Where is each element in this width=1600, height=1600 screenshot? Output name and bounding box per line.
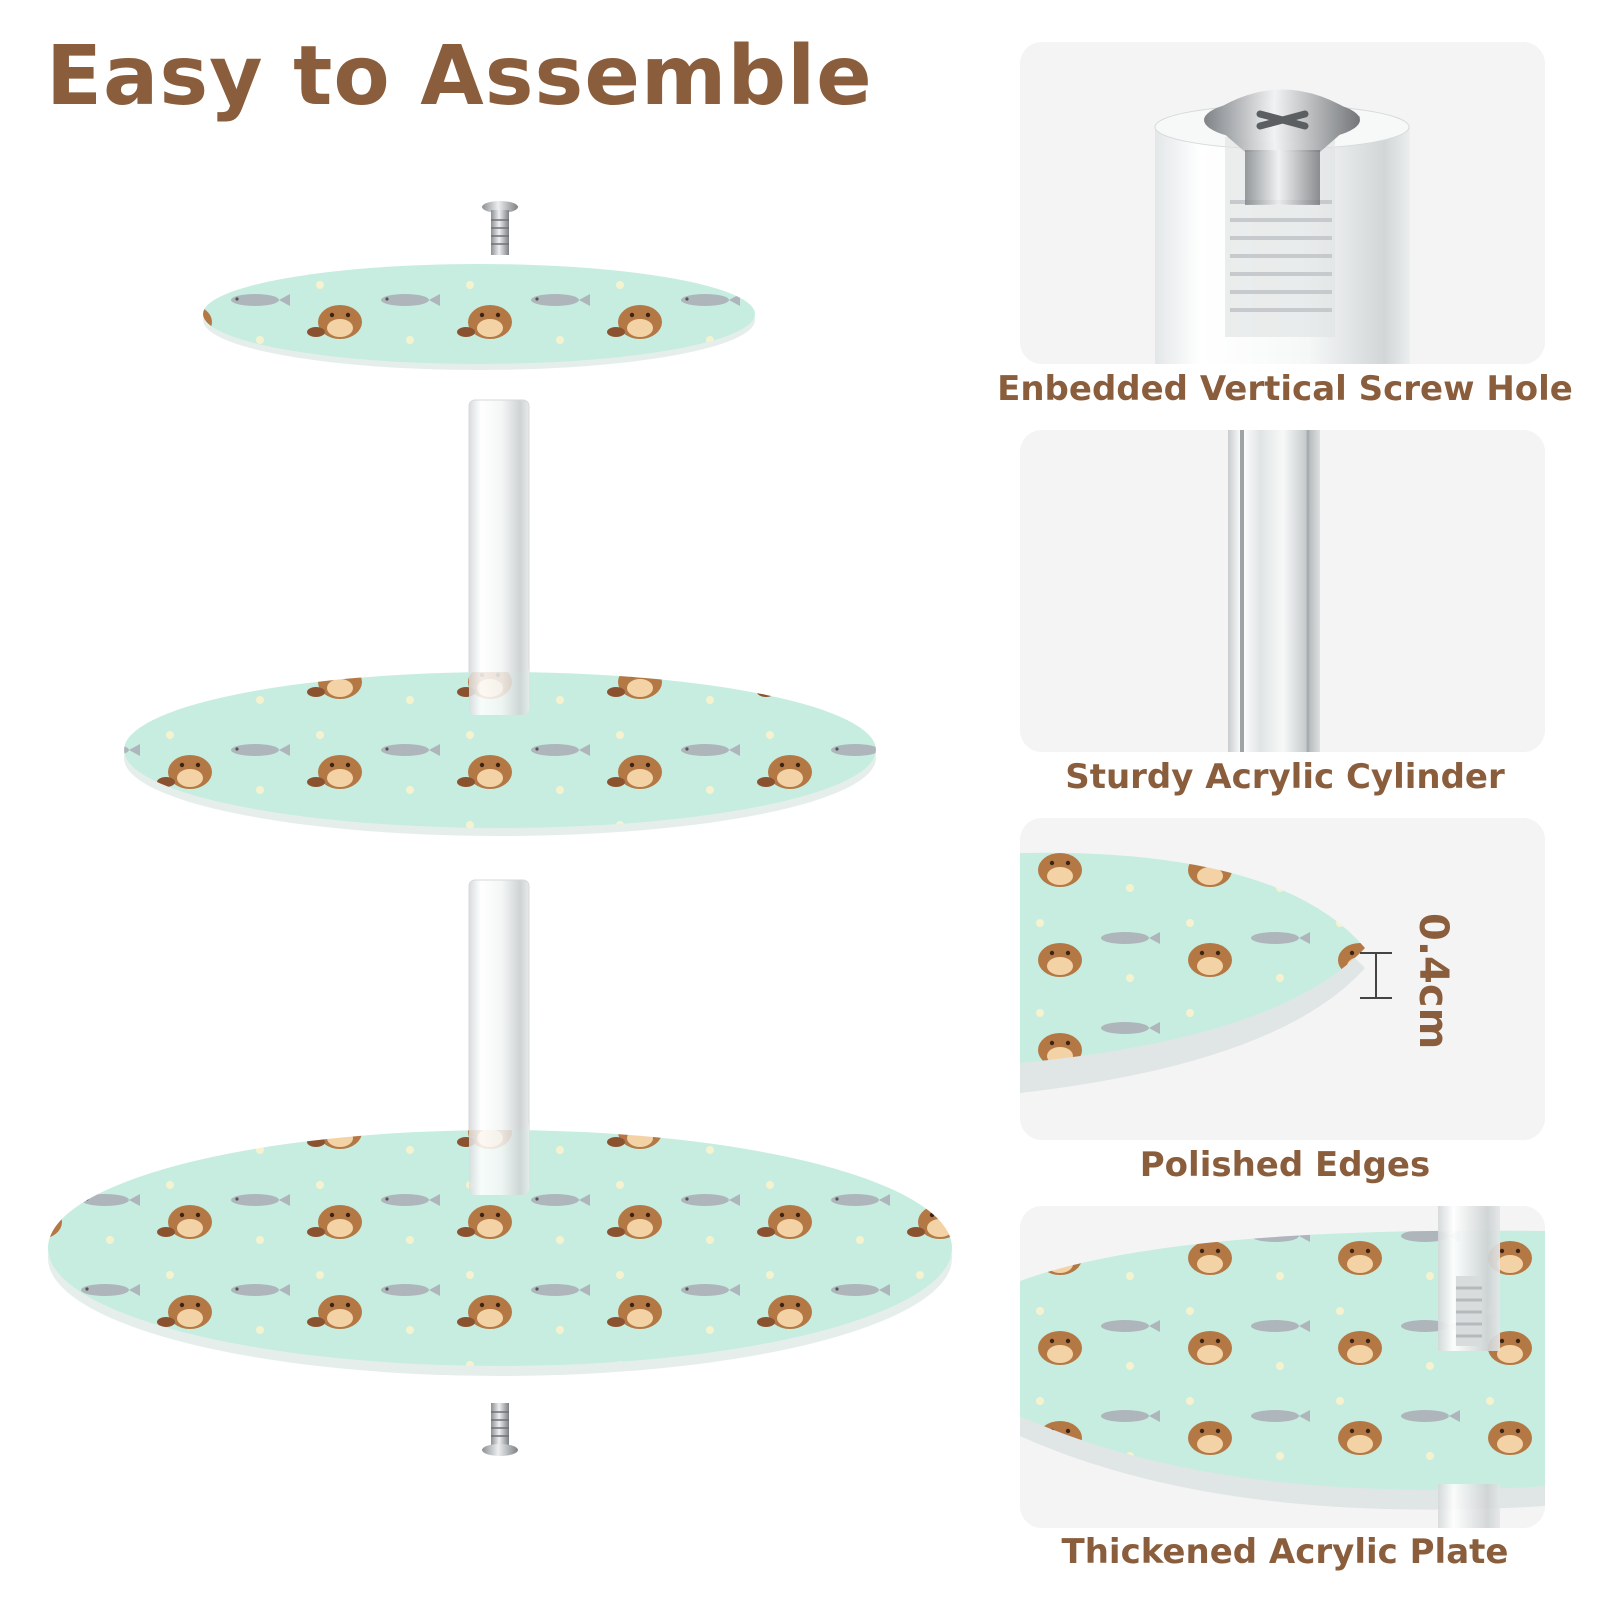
feature-panel-screw-hole <box>1020 42 1545 364</box>
top-plate <box>203 264 755 370</box>
feature-caption-cylinder: Sturdy Acrylic Cylinder <box>1065 757 1505 797</box>
bottom-screw-icon <box>482 1403 518 1456</box>
bottom-plate <box>48 1120 952 1376</box>
feature-panel-thickened-plate <box>1020 1206 1545 1528</box>
feature-panel-cylinder <box>1020 430 1545 752</box>
feature-caption-screw-hole: Enbedded Vertical Screw Hole <box>997 369 1573 409</box>
plate-edge-icon: 0.4cm <box>1020 818 1545 1140</box>
screw-in-cylinder-icon <box>1020 42 1545 364</box>
acrylic-cylinder-icon <box>1020 430 1545 752</box>
feature-caption-polished-edges: Polished Edges <box>1139 1145 1431 1185</box>
middle-plate <box>124 665 876 836</box>
feature-caption-thickened-plate: Thickened Acrylic Plate <box>1061 1532 1509 1572</box>
stand-illustration <box>48 201 952 1456</box>
page-title: Easy to Assemble <box>46 29 873 124</box>
thickness-label: 0.4cm <box>1410 913 1456 1049</box>
top-screw-icon <box>482 201 518 255</box>
plate-with-rod-icon <box>1020 1206 1545 1528</box>
feature-panel-polished-edges: 0.4cm <box>1020 818 1545 1140</box>
